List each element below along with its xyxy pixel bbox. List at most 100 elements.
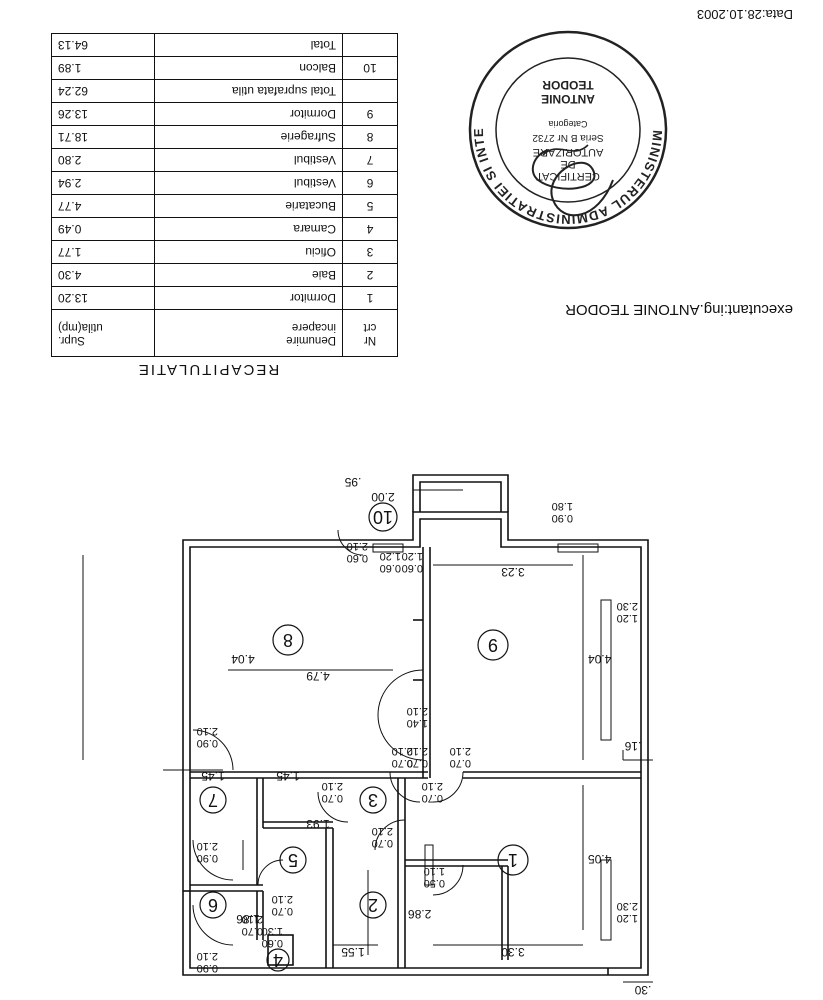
- cell-name: Baie: [154, 263, 343, 287]
- room-number-9: 9: [488, 635, 498, 655]
- opening-door-kitchen-b: 2.10: [272, 893, 293, 905]
- opening-door-pantry-small-b: 1.30: [262, 925, 283, 937]
- opening-door-bath-a: 0.70: [407, 757, 428, 769]
- dim-room5-height: 1.93: [306, 817, 330, 831]
- room-number-2: 2: [368, 895, 378, 915]
- dim-room8-width: 4.79: [306, 669, 330, 683]
- cell-name: Dormitor: [154, 286, 343, 310]
- dim-room1-height: 4.05: [588, 852, 612, 866]
- table-header-row: Nr crt Denumire incapere Supr. utila(mp): [51, 309, 398, 357]
- opening-door-balcony-b2: 1.20: [402, 550, 423, 562]
- header-nr: Nr crt: [342, 309, 398, 357]
- stamp-line1: CERTIFICAT: [536, 170, 600, 182]
- opening-door-office-b2: 2.10: [322, 780, 343, 792]
- dim-room2-width: 1.55: [341, 945, 365, 959]
- subtotal-label: Total suprafata utila: [154, 79, 343, 103]
- opening-door-pantry-small-a: 0.60: [262, 937, 283, 949]
- opening-door-room1-a: 0.70: [422, 792, 443, 804]
- opening-door-office-a2: 2.10: [392, 745, 413, 757]
- dim-room6-height: 1.86: [236, 912, 260, 926]
- cell-nr: 6: [342, 171, 398, 195]
- signature: [531, 144, 614, 217]
- recap-title: RECAPITULATIE: [136, 361, 280, 378]
- opening-door-kitchen-a: 0.70: [272, 905, 293, 917]
- opening-win-small-b: 1.10: [424, 865, 445, 877]
- document-date: Data:28.10.2003: [696, 7, 793, 22]
- opening-door-office-a1: 0.70: [392, 757, 413, 769]
- opening-door-room9-a: 0.70: [450, 757, 471, 769]
- dim-balcony-outer: .95: [344, 475, 361, 489]
- dim-room1-width: 3.30: [501, 945, 525, 959]
- subtotal-value: 62.24: [51, 79, 155, 103]
- cell-nr: 7: [342, 148, 398, 172]
- opening-door-room1-b: 2.10: [422, 780, 443, 792]
- cell-area: 2.94: [51, 171, 155, 195]
- cell-name: Camara: [154, 217, 343, 241]
- opening-door-balcony-c1: 0.60: [347, 552, 368, 564]
- room-number-8: 8: [283, 630, 293, 650]
- recap-table: Nr crt Denumire incapere Supr. utila(mp)…: [51, 33, 398, 357]
- cell-area: 13.26: [51, 102, 155, 126]
- opening-door-vest7-a: 0.90: [197, 737, 218, 749]
- cell-area: 13.20: [51, 286, 155, 310]
- dim-room8-height: 4.04: [231, 652, 255, 666]
- room-number-1: 1: [508, 850, 518, 870]
- opening-door-bath-b: 2.10: [407, 745, 428, 757]
- stamp-line6: ANTONIE: [541, 92, 595, 106]
- stamp-line7: TEODOR: [542, 78, 594, 92]
- balcony-wall: [412, 474, 509, 512]
- dim-room7-width: 1.45: [201, 769, 225, 783]
- opening-win-top-b: 1.80: [552, 500, 573, 512]
- opening-door-balcony-b1: 0.60: [402, 562, 423, 574]
- dim-room9-width: 3.23: [501, 565, 525, 579]
- cell-area: 1.89: [51, 56, 155, 80]
- stamp-line4: Seria B Nr 2732: [532, 132, 604, 143]
- room-number-4: 4: [273, 950, 283, 970]
- opening-door-office-b1: 0.70: [322, 792, 343, 804]
- cell-name: Balcon: [154, 56, 343, 80]
- authorization-stamp: MINISTERUL ADMINISTRATIEI SI INTERNELOR …: [468, 30, 673, 235]
- opening-door-pantry-b: 2.10: [242, 913, 263, 925]
- cell-name: Vestibul: [154, 171, 343, 195]
- opening-win-room1-b: 2.30: [617, 900, 638, 912]
- dim-room9-height: 4.04: [588, 652, 612, 666]
- opening-win-small-a: 0.50: [424, 877, 445, 889]
- dim-balcony-width: 2.00: [371, 490, 395, 504]
- opening-door-room9-b: 2.10: [450, 745, 471, 757]
- cell-name: Oficiu: [154, 240, 343, 264]
- opening-door-vest6-a: 0.90: [197, 852, 218, 864]
- room-number-7: 7: [208, 790, 218, 810]
- dim-room7-width-b: 1.45: [276, 769, 300, 783]
- cell-area: 18.71: [51, 125, 155, 149]
- cell-nr: 3: [342, 240, 398, 264]
- stamp-line3: AUTORIZARE: [533, 146, 604, 158]
- stamp-line2: DE: [560, 158, 575, 170]
- cell-nr: 10: [342, 56, 398, 80]
- balcony-wall-inner: [419, 481, 502, 512]
- opening-door-vest7-b: 2.10: [197, 725, 218, 737]
- dim-wall-thickness-b: .16: [624, 739, 641, 753]
- outer-wall: [182, 511, 649, 976]
- cell-nr: 1: [342, 286, 398, 310]
- opening-door-balcony-a1: 0.60: [380, 562, 401, 574]
- cell-name: Vestibul: [154, 148, 343, 172]
- opening-door-vest6-b: 2.10: [197, 840, 218, 852]
- total-value: 64.13: [51, 33, 155, 57]
- opening-door-entry-a: 0.90: [197, 962, 218, 974]
- room-number-6: 6: [208, 895, 218, 915]
- opening-win-room9-b: 2.30: [617, 600, 638, 612]
- cell-nr: 4: [342, 217, 398, 241]
- cell-area: 4.77: [51, 194, 155, 218]
- opening-door-office-c2: 2.10: [372, 825, 393, 837]
- room-number-3: 3: [368, 790, 378, 810]
- header-area: Supr. utila(mp): [51, 309, 155, 357]
